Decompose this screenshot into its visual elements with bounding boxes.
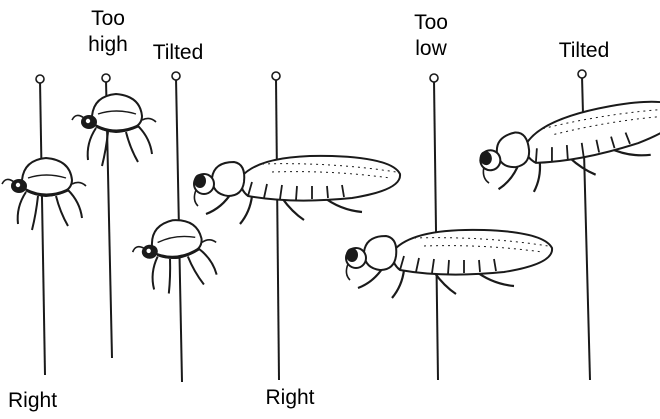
label-too-low: Too low — [406, 12, 456, 60]
label-tilted-left: Tilted — [142, 42, 214, 64]
beetle-too-high — [72, 94, 156, 166]
beetle-tilted-long — [475, 92, 660, 202]
pin-head — [172, 72, 180, 80]
beetle-too-low — [346, 230, 552, 298]
label-too-high-line2: high — [88, 34, 128, 56]
pin-too-low — [434, 80, 438, 380]
pin-head — [36, 75, 44, 83]
pin-right-center — [276, 78, 279, 380]
label-right-center: Right — [255, 387, 325, 409]
pin-right-left — [40, 80, 45, 375]
pin-head — [430, 74, 438, 82]
label-tilted-right: Tilted — [548, 40, 620, 62]
pin-head — [272, 72, 280, 80]
pin-head — [102, 74, 110, 82]
label-too-low-line1: Too — [414, 12, 448, 34]
label-too-high-line1: Too — [91, 8, 125, 30]
beetle-tilted-small — [129, 215, 222, 298]
beetle-right-small — [2, 158, 86, 230]
label-right-left: Right — [8, 390, 72, 412]
label-too-low-line2: low — [415, 38, 447, 60]
pin-head — [578, 70, 586, 78]
beetle-right-long — [194, 156, 400, 224]
label-too-high: Too high — [80, 8, 136, 56]
